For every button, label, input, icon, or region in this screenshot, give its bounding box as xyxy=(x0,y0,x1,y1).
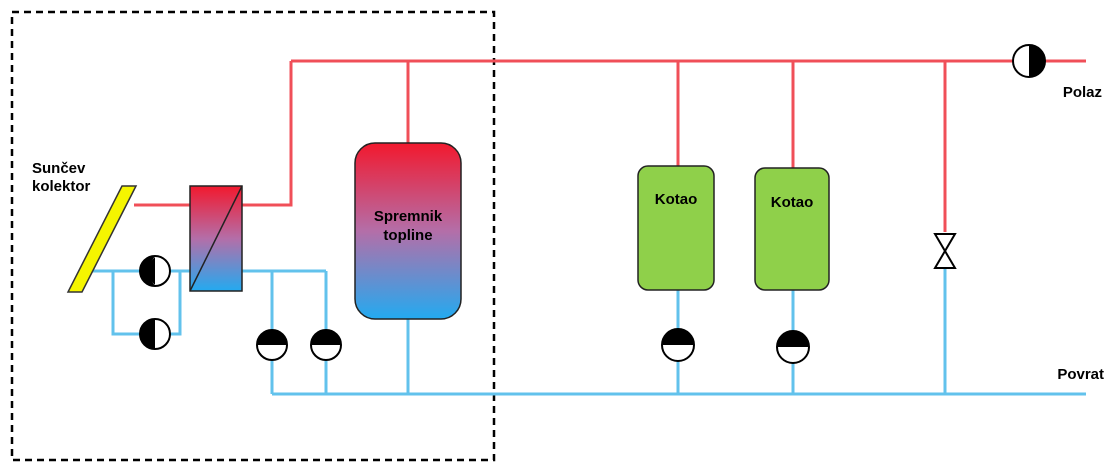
hot-pipes xyxy=(134,59,1086,232)
tank-label-line2: topline xyxy=(383,227,432,244)
pump xyxy=(310,329,342,361)
solar-subsystem-boundary xyxy=(10,10,496,462)
pump xyxy=(776,330,810,364)
boiler-1-label: Kotao xyxy=(655,191,698,208)
collector-label-line1: Sunčev xyxy=(32,160,86,177)
boiler xyxy=(637,165,715,291)
pump xyxy=(139,255,171,287)
storage-tank xyxy=(354,142,462,320)
valve xyxy=(933,233,957,269)
boiler xyxy=(754,167,830,291)
pump xyxy=(139,318,171,350)
tank-label-line1: Spremnik xyxy=(374,208,443,225)
boiler-2-label: Kotao xyxy=(771,194,814,211)
heat-exchanger xyxy=(189,185,243,292)
return-label: Povrat xyxy=(1057,366,1104,383)
supply-label: Polaz xyxy=(1063,84,1102,101)
pump xyxy=(256,329,288,361)
pump xyxy=(661,328,695,362)
collector-label-line2: kolektor xyxy=(32,178,91,195)
pump xyxy=(1012,44,1046,78)
solar-collector xyxy=(66,185,138,293)
